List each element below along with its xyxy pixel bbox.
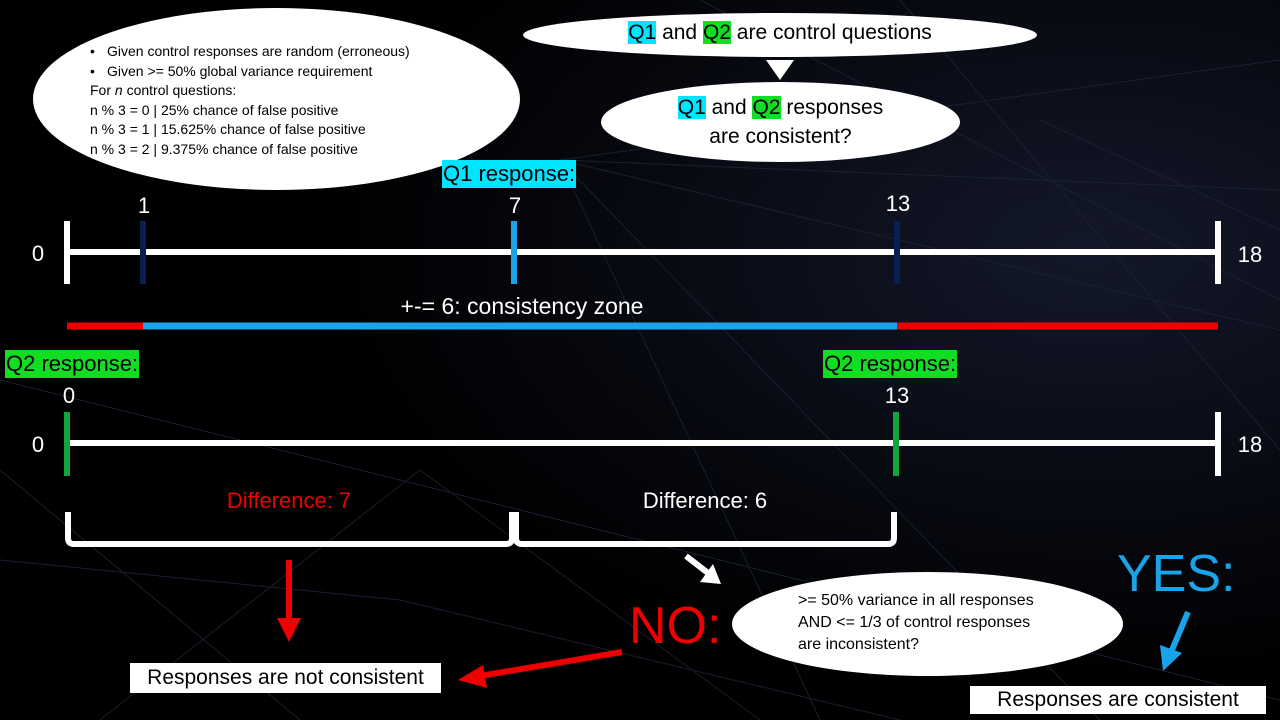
control-questions-text: Q1 and Q2 are control questions xyxy=(628,21,932,44)
scale2-max-label: 18 xyxy=(1237,432,1263,457)
difference-left-label: Difference: 7 xyxy=(226,488,352,513)
left-brace xyxy=(65,512,515,547)
scale1-min-label: 0 xyxy=(31,241,45,266)
assumptions-text: Given control responses are random (erro… xyxy=(90,42,510,159)
scale2-min-label: 0 xyxy=(31,432,45,457)
consistent-result-box: Responses are consistent xyxy=(970,686,1266,714)
control-questions-bubble xyxy=(523,13,1037,57)
diagram-connectors xyxy=(65,512,1191,688)
case-mod-1: n % 3 = 1 | 15.625% chance of false posi… xyxy=(90,121,366,137)
q2-response-tag-right: Q2 response: xyxy=(823,350,958,378)
yes-label: YES: xyxy=(1117,545,1236,603)
variance-question-text: >= 50% variance in all responses AND <= … xyxy=(798,592,1034,653)
q2-scale xyxy=(64,412,1221,476)
q2-response-tag-left: Q2 response: xyxy=(5,350,140,378)
q1-highlight: Q1 xyxy=(628,21,657,44)
down-triangle-icon xyxy=(766,60,794,80)
q1-scale xyxy=(64,221,1221,330)
case-mod-0: n % 3 = 0 | 25% chance of false positive xyxy=(90,101,339,118)
scale1-tick-1: 1 xyxy=(137,193,151,218)
white-diagonal-arrow xyxy=(700,564,721,584)
scale1-max-label: 18 xyxy=(1237,242,1263,267)
assumption-bullet-1: Given control responses are random (erro… xyxy=(90,42,510,62)
scale2-tick-13: 13 xyxy=(884,383,910,408)
difference-right-label: Difference: 6 xyxy=(642,488,768,513)
consistency-zone-label: +-= 6: consistency zone xyxy=(400,293,644,319)
right-brace xyxy=(513,512,897,547)
not-consistent-result-box: Responses are not consistent xyxy=(130,663,441,693)
assumption-bullet-2: Given >= 50% global variance requirement xyxy=(90,62,510,82)
q1-response-tag: Q1 response: xyxy=(442,160,577,188)
scale1-tick-7: 7 xyxy=(508,193,522,218)
case-mod-2: n % 3 = 2 | 9.375% chance of false posit… xyxy=(90,140,358,157)
scale1-tick-13: 13 xyxy=(885,191,911,216)
control-questions-line: For n control questions: xyxy=(90,82,237,98)
no-label: NO: xyxy=(629,597,722,655)
variance-question-bubble xyxy=(732,572,1123,676)
red-left-arrow xyxy=(458,665,487,688)
consistency-question-text: Q1 and Q2 responses are consistent? xyxy=(677,96,884,148)
q2-highlight: Q2 xyxy=(702,21,731,44)
blue-down-arrow xyxy=(1160,645,1182,671)
assumptions-bubble xyxy=(33,8,520,190)
red-down-arrow xyxy=(277,618,301,642)
scale2-tick-0: 0 xyxy=(62,383,76,408)
consistency-question-bubble xyxy=(601,82,960,162)
